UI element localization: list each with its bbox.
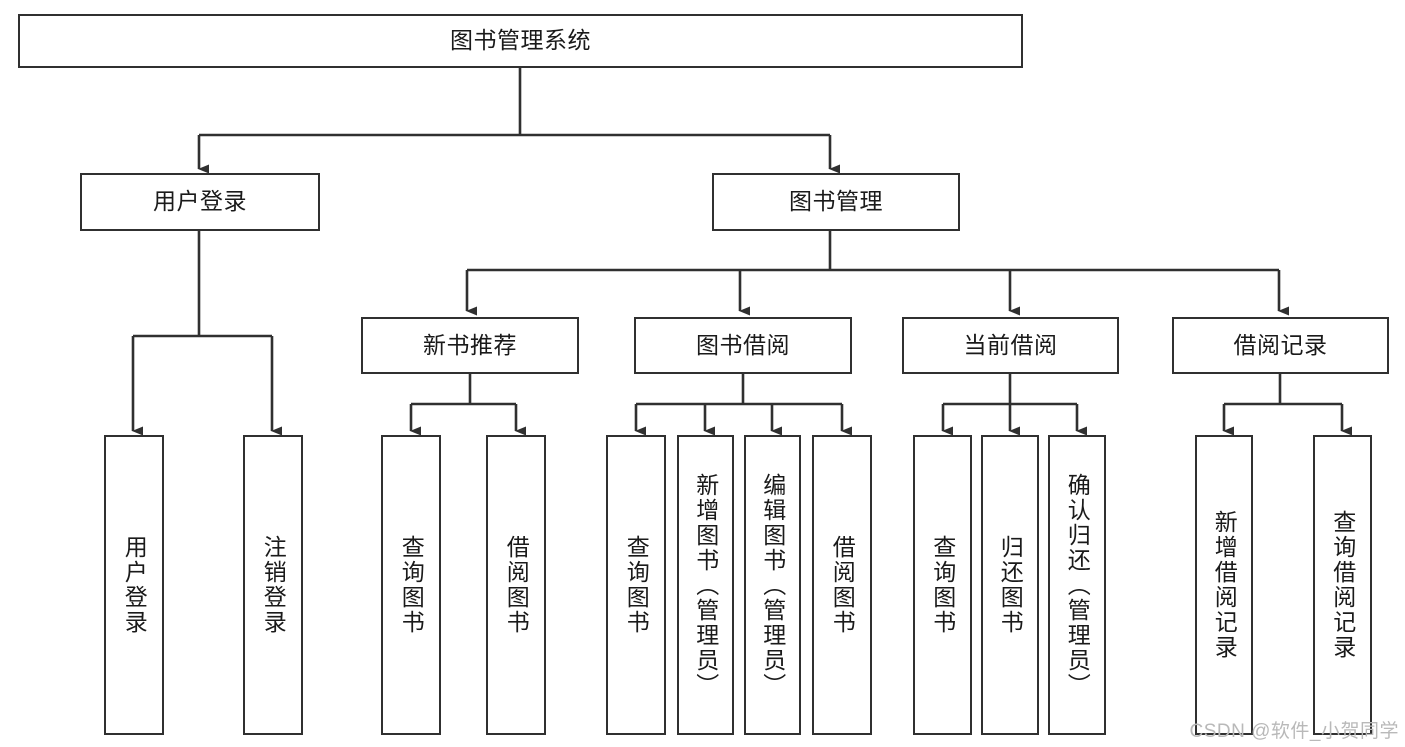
node-current-borrow[interactable]: 当前借阅	[902, 317, 1119, 374]
node-book-management[interactable]: 图书管理	[712, 173, 960, 231]
node-label: 编辑图书（管理员）	[759, 472, 786, 698]
leaf-borrow-book-recommend[interactable]: 借阅图书	[486, 435, 546, 735]
node-label: 图书管理系统	[450, 27, 591, 54]
node-label: 借阅图书	[503, 535, 530, 635]
node-label: 用户登录	[153, 188, 247, 215]
leaf-return-book[interactable]: 归还图书	[981, 435, 1039, 735]
leaf-logout[interactable]: 注销登录	[243, 435, 303, 735]
leaf-user-login[interactable]: 用户登录	[104, 435, 164, 735]
node-label: 图书管理	[789, 188, 883, 215]
leaf-query-book-current[interactable]: 查询图书	[913, 435, 972, 735]
leaf-edit-book-admin[interactable]: 编辑图书（管理员）	[744, 435, 801, 735]
node-label: 借阅记录	[1233, 331, 1328, 358]
node-label: 图书借阅	[696, 331, 790, 358]
node-user-login[interactable]: 用户登录	[80, 173, 320, 231]
node-book-borrow[interactable]: 图书借阅	[634, 317, 852, 374]
leaf-query-borrow-record[interactable]: 查询借阅记录	[1313, 435, 1372, 735]
node-new-book-recommend[interactable]: 新书推荐	[361, 317, 579, 374]
watermark-text: CSDN @软件_小贺同学	[1189, 721, 1399, 742]
leaf-query-book-recommend[interactable]: 查询图书	[381, 435, 441, 735]
node-label: 确认归还（管理员）	[1064, 472, 1091, 698]
node-label: 注销登录	[260, 535, 287, 635]
node-label: 用户登录	[121, 535, 148, 635]
node-label: 查询图书	[398, 535, 425, 635]
leaf-query-book-borrow[interactable]: 查询图书	[606, 435, 666, 735]
node-label: 查询借阅记录	[1329, 510, 1356, 660]
node-label: 归还图书	[997, 535, 1024, 635]
node-label: 查询图书	[623, 535, 650, 635]
node-borrow-record[interactable]: 借阅记录	[1172, 317, 1389, 374]
node-label: 当前借阅	[963, 331, 1058, 358]
leaf-add-book-admin[interactable]: 新增图书（管理员）	[677, 435, 734, 735]
node-label: 借阅图书	[829, 535, 856, 635]
leaf-confirm-return-admin[interactable]: 确认归还（管理员）	[1048, 435, 1106, 735]
node-label: 新增借阅记录	[1211, 510, 1238, 660]
node-label: 新增图书（管理员）	[692, 472, 719, 698]
node-label: 新书推荐	[423, 331, 517, 358]
node-label: 查询图书	[929, 535, 956, 635]
leaf-add-borrow-record[interactable]: 新增借阅记录	[1195, 435, 1253, 735]
node-root-system[interactable]: 图书管理系统	[18, 14, 1023, 68]
leaf-borrow-book[interactable]: 借阅图书	[812, 435, 872, 735]
